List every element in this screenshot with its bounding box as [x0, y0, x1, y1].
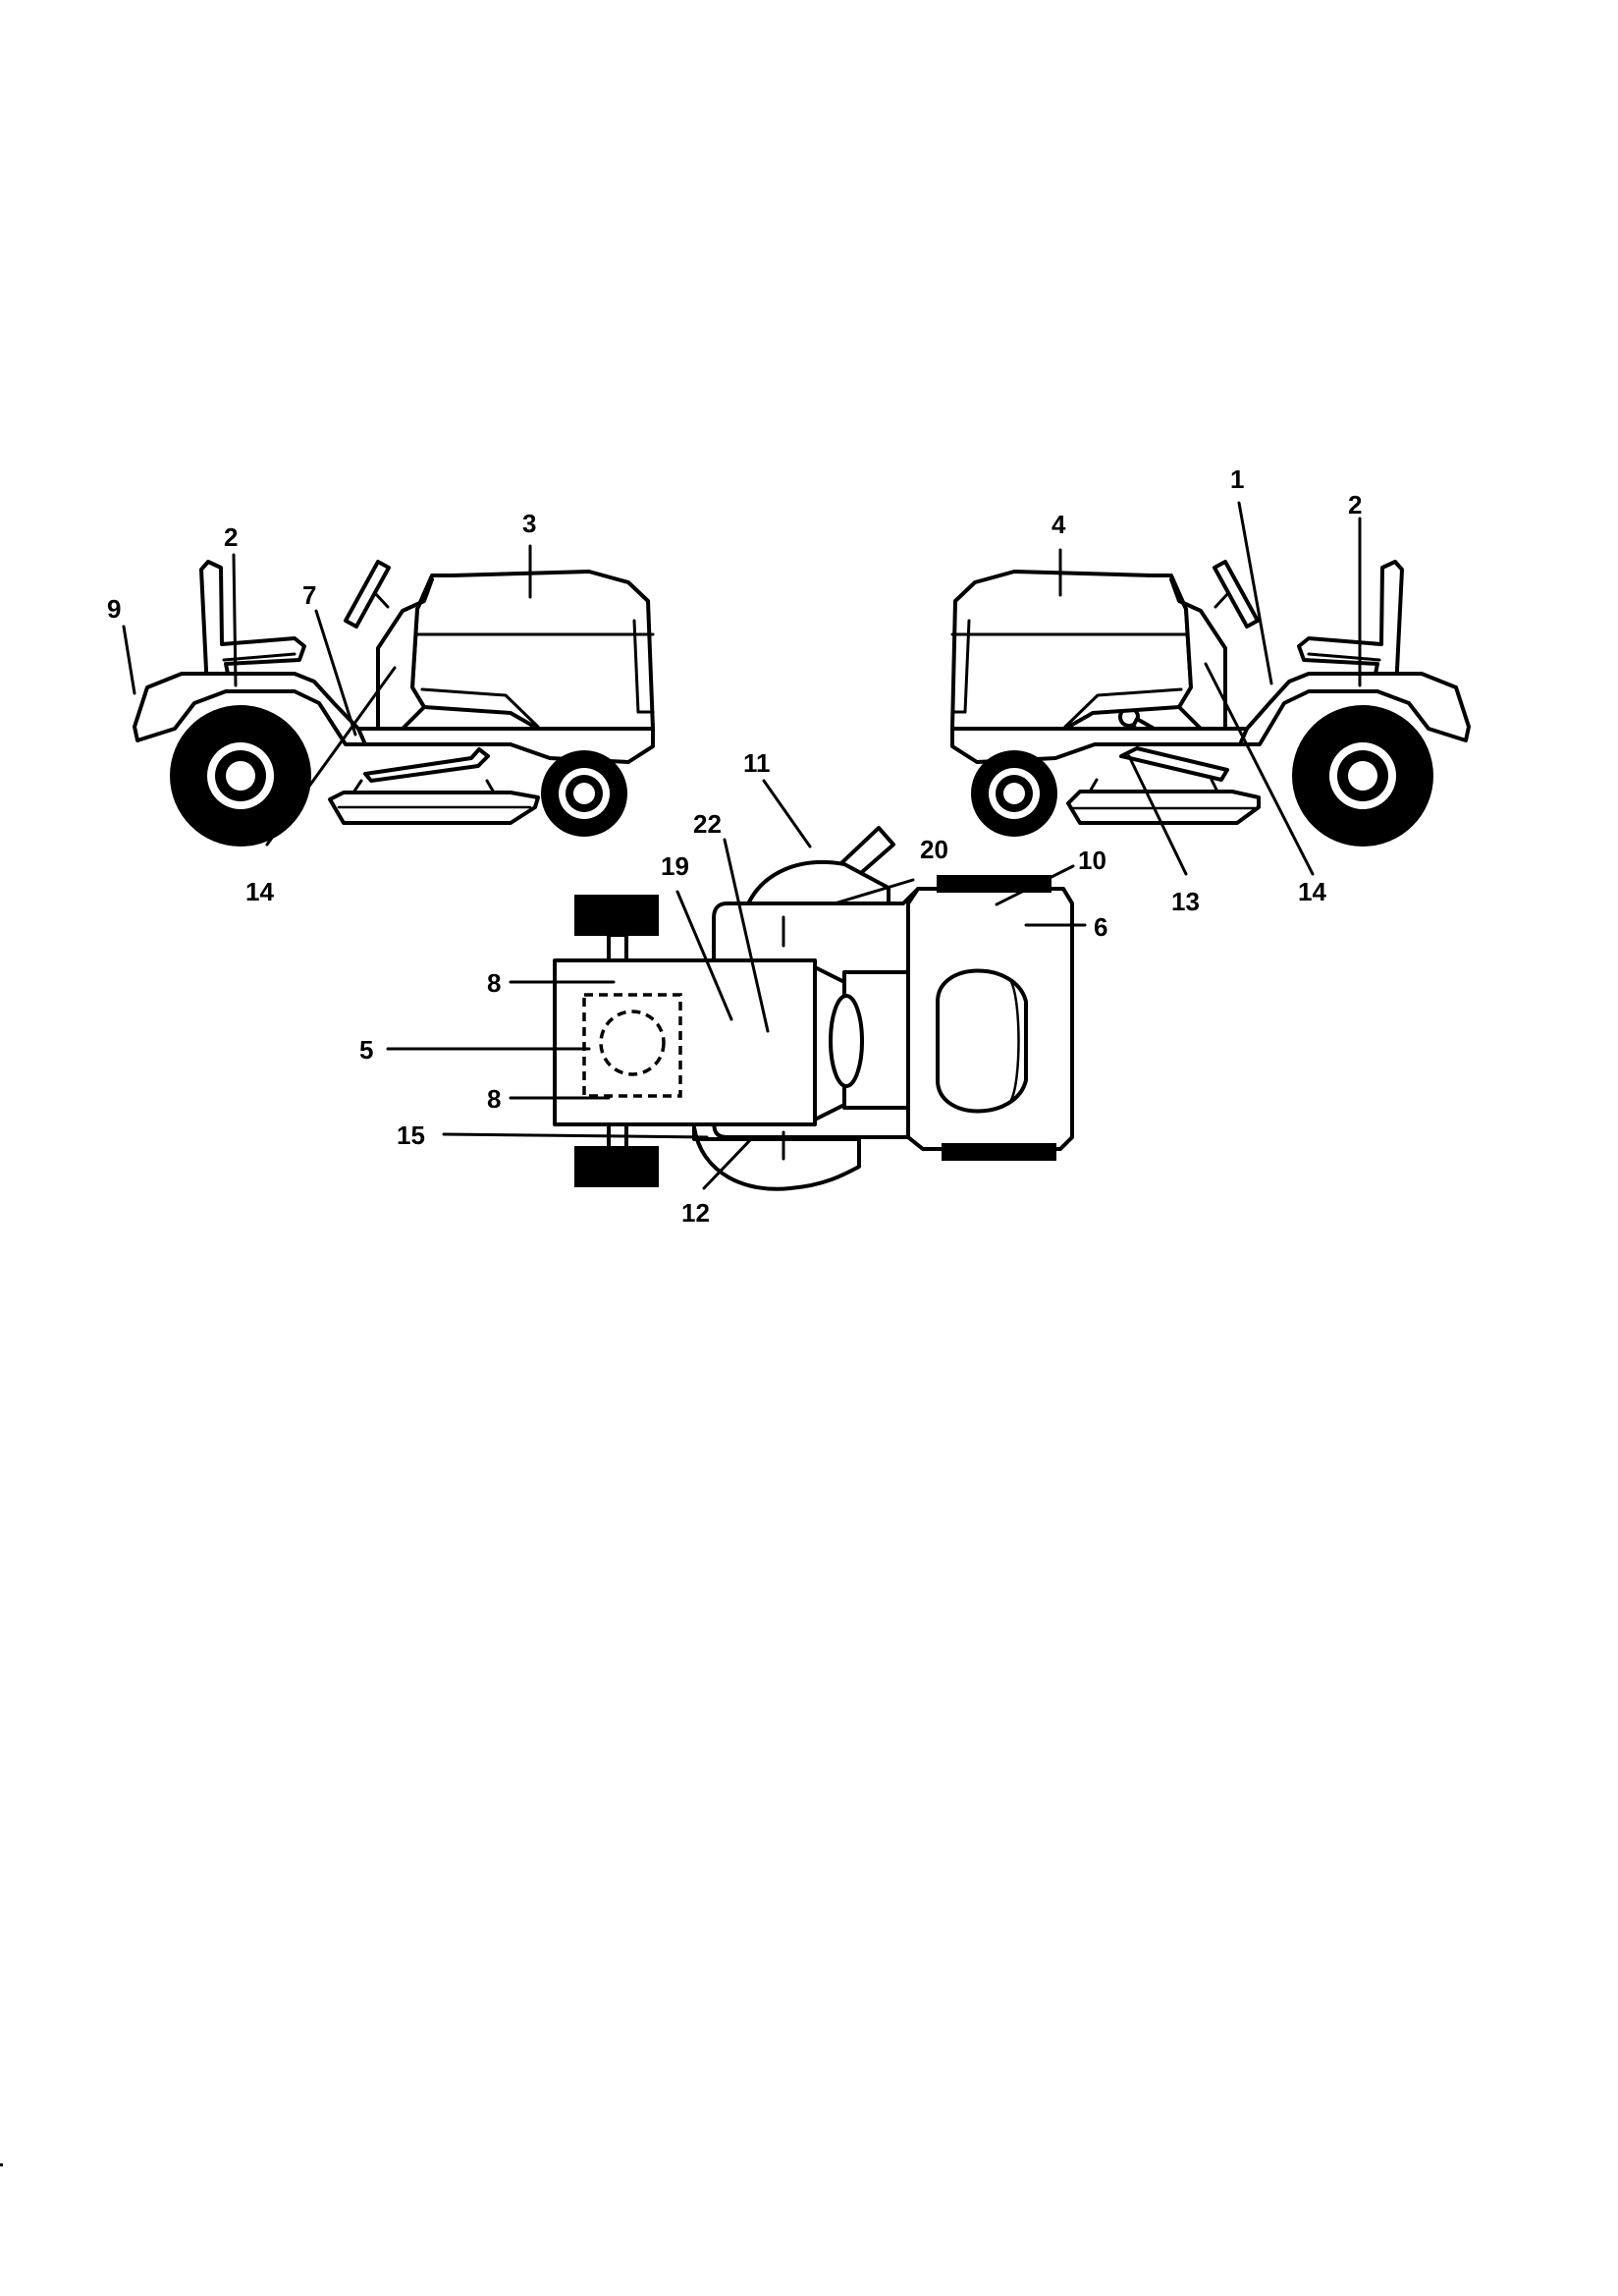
callout-12: 12 — [681, 1198, 710, 1228]
right-side-view: 4 1 2 13 14 — [950, 465, 1471, 916]
callout-10: 10 — [1078, 846, 1106, 875]
callout-11: 11 — [743, 748, 771, 778]
left-side-view: 9 2 7 3 14 — [107, 509, 655, 906]
callout-4: 4 — [1052, 510, 1066, 539]
callout-5: 5 — [359, 1035, 373, 1065]
callout-14: 14 — [245, 877, 274, 906]
callout-7: 7 — [302, 580, 316, 610]
callout-14: 14 — [1298, 877, 1326, 906]
callout-2: 2 — [224, 522, 238, 552]
callout-9: 9 — [107, 594, 121, 624]
callout-13: 13 — [1171, 887, 1200, 916]
callout-2: 2 — [1348, 490, 1362, 519]
callout-1: 1 — [1230, 465, 1244, 494]
callout-19: 19 — [661, 851, 689, 881]
callout-3: 3 — [522, 509, 536, 538]
callout-6: 6 — [1094, 912, 1107, 942]
top-view: 11 22 19 20 10 6 8 5 8 15 12 — [359, 748, 1107, 1228]
callout-8: 8 — [487, 1084, 501, 1114]
callout-15: 15 — [397, 1121, 425, 1150]
callout-8: 8 — [487, 968, 501, 998]
callout-20: 20 — [920, 835, 948, 864]
callout-22: 22 — [693, 809, 722, 839]
